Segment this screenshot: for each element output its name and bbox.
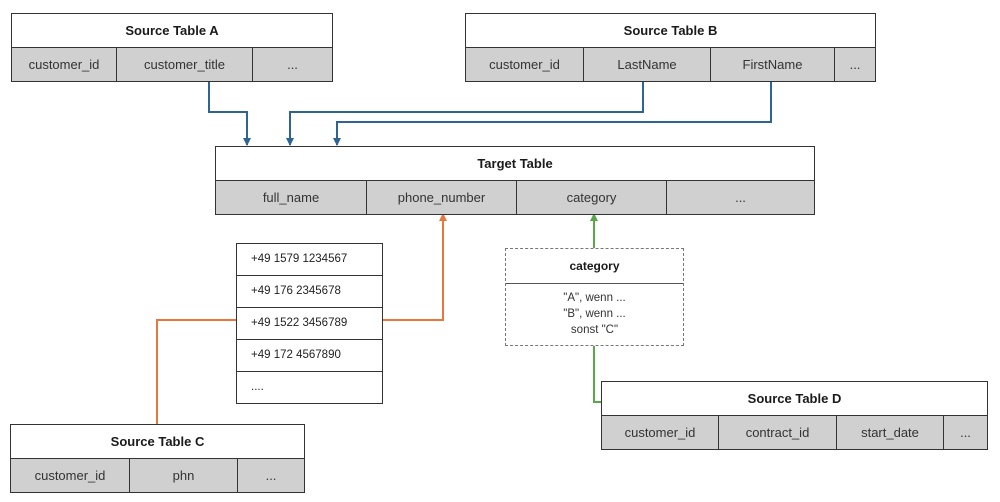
category-rule-line: "A", wenn ...	[563, 292, 626, 304]
phone-value-list: +49 1579 1234567 +49 176 2345678 +49 152…	[236, 243, 383, 404]
column-customer-id: customer_id	[466, 48, 584, 81]
phone-value: +49 172 4567890	[237, 340, 382, 372]
table-title: Source Table C	[11, 425, 304, 459]
column-more: ...	[238, 459, 304, 492]
column-category: category	[517, 181, 667, 214]
arrow-lastname-to-target	[286, 80, 644, 146]
arrow-firstname-to-target	[333, 80, 772, 146]
source-table-a: Source Table A customer_id customer_titl…	[11, 13, 333, 82]
column-customer-id: customer_id	[12, 48, 117, 81]
category-rule-line: sonst "C"	[570, 324, 619, 336]
column-full-name: full_name	[216, 181, 367, 214]
column-start-date: start_date	[837, 416, 944, 449]
column-customer-id: customer_id	[602, 416, 719, 449]
column-first-name: FirstName	[711, 48, 835, 81]
table-title: Source Table B	[466, 14, 875, 48]
column-more: ...	[835, 48, 875, 81]
target-table: Target Table full_name phone_number cate…	[215, 146, 815, 215]
arrow-source-d-to-category-rule	[593, 346, 601, 403]
phone-value: +49 1522 3456789	[237, 308, 382, 340]
source-table-c: Source Table C customer_id phn ...	[10, 424, 305, 493]
table-title: Target Table	[216, 147, 814, 181]
phone-value: +49 176 2345678	[237, 276, 382, 308]
column-customer-id: customer_id	[11, 459, 130, 492]
column-more: ...	[944, 416, 987, 449]
phone-value: +49 1579 1234567	[237, 244, 382, 276]
column-phn: phn	[130, 459, 238, 492]
category-rule-box: category "A", wenn ... "B", wenn ... son…	[505, 248, 684, 346]
table-title: Source Table A	[12, 14, 332, 48]
category-rule-title: category	[506, 249, 683, 284]
source-table-d: Source Table D customer_id contract_id s…	[601, 381, 988, 450]
arrow-customer-title-to-target	[208, 80, 251, 146]
column-last-name: LastName	[584, 48, 711, 81]
column-phone-number: phone_number	[367, 181, 517, 214]
column-customer-title: customer_title	[117, 48, 253, 81]
category-rule-line: "B", wenn ...	[563, 308, 626, 320]
phone-value: ....	[251, 381, 264, 393]
column-contract-id: contract_id	[719, 416, 837, 449]
source-table-b: Source Table B customer_id LastName Firs…	[465, 13, 876, 82]
column-more: ...	[667, 181, 814, 214]
column-more: ...	[253, 48, 332, 81]
table-title: Source Table D	[602, 382, 987, 416]
